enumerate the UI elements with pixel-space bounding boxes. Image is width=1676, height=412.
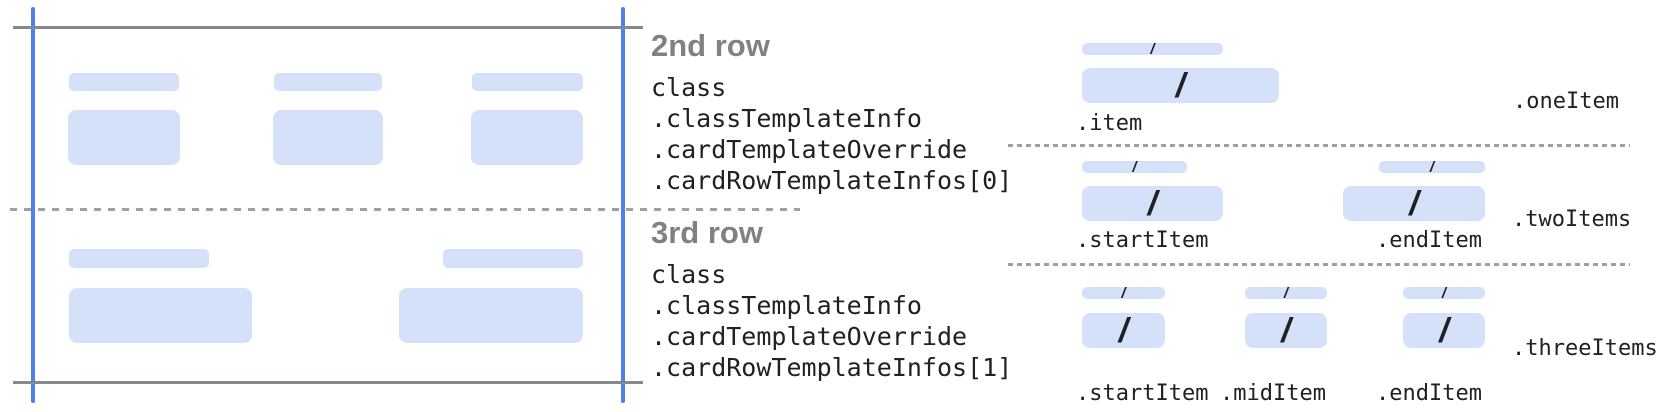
slash-icon: / [1147,184,1158,223]
twoitems-end-label-bar: / [1379,158,1485,176]
slash-icon: / [1281,311,1291,350]
oneitem-twoitems-divider-line [1008,144,1630,147]
threeitems-mid-content-bar: / [1245,313,1327,348]
threeitems-section-label: .threeItems [1512,336,1658,361]
twoitems-threeitems-divider-line [1008,263,1630,266]
row3-code-line: .cardRowTemplateInfos[1] [651,353,1013,382]
miditem-label: .midItem [1220,381,1326,406]
left-guide-line [31,7,35,403]
oneitem-item-label-bar: / [1082,40,1223,58]
row2-col3-content-bar [471,110,583,165]
twoitems-section-label: .twoItems [1512,207,1632,232]
slash-icon: / [1118,311,1129,350]
slash-icon: / [1121,284,1126,302]
row3-col1-label-bar [69,249,209,268]
enditem-label: .endItem [1376,381,1482,406]
row3-code-line: .cardTemplateOverride [651,322,968,351]
twoitems-start-content-bar: / [1082,186,1223,221]
row3-col2-label-bar [443,249,583,268]
row3-heading: 3rd row [651,215,763,250]
slash-icon: / [1150,40,1155,58]
row2-col3-label-bar [472,73,583,91]
row3-col1-content-bar [69,288,252,343]
slash-icon: / [1409,184,1419,223]
threeitems-start-label-bar: / [1082,284,1165,302]
threeitems-end-label-bar: / [1403,284,1485,302]
row3-col2-content-bar [399,288,583,343]
top-row-boundary-line [13,26,643,29]
row3-annotation: 3rd row class .classTemplateInfo .cardTe… [651,214,1051,383]
row2-code-line: .classTemplateInfo [651,104,922,133]
startitem-label: .startItem [1076,381,1209,406]
row2-code-line: .cardRowTemplateInfos[0] [651,166,1013,195]
slash-icon: / [1429,158,1435,176]
oneitem-section-label: .oneItem [1513,89,1619,114]
threeitems-end-content-bar: / [1403,313,1485,348]
row3-code-line: .classTemplateInfo [651,291,922,320]
row3-code-line: class [651,260,727,289]
twoitems-start-label-bar: / [1082,158,1187,176]
row-divider-dashed-line [10,208,800,211]
row2-col1-label-bar [69,73,179,91]
slash-icon: / [1439,311,1449,350]
twoitems-end-content-bar: / [1343,186,1485,221]
row2-heading: 2nd row [651,28,770,63]
threeitems-mid-label-bar: / [1245,284,1327,302]
right-guide-line [621,7,625,403]
row2-code-line: .cardTemplateOverride [651,135,968,164]
row2-col1-content-bar [68,110,180,165]
threeitems-start-content-bar: / [1082,313,1165,348]
row2-col2-label-bar [274,73,382,91]
slash-icon: / [1132,158,1137,176]
enditem-label: .endItem [1376,228,1482,253]
row2-annotation: 2nd row class .classTemplateInfo .cardTe… [651,27,1051,196]
slash-icon: / [1175,66,1186,105]
slash-icon: / [1441,284,1447,302]
slash-icon: / [1283,284,1289,302]
item-label: .item [1076,111,1143,136]
startitem-label: .startItem [1076,228,1209,253]
bottom-row-boundary-line [13,381,643,384]
row2-col2-content-bar [273,110,383,165]
row2-code-line: class [651,73,727,102]
oneitem-item-content-bar: / [1082,68,1279,103]
